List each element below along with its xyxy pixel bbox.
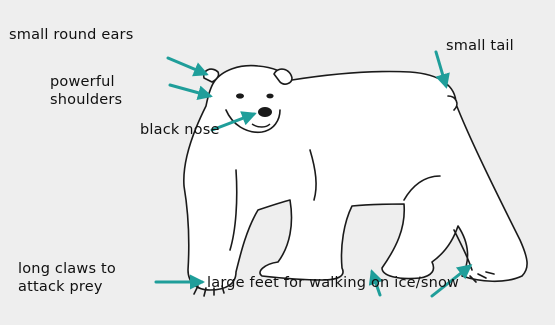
bear-body	[184, 66, 527, 296]
arrow-ears	[168, 58, 206, 74]
label-long-claws: long claws to attack prey	[18, 260, 116, 296]
label-black-nose: black nose	[140, 121, 220, 139]
label-large-feet: large feet for walking on ice/snow	[207, 274, 459, 292]
label-shoulders-line2: shoulders	[50, 91, 122, 109]
label-claws-line2: attack prey	[18, 278, 116, 296]
label-shoulders-line1: powerful	[50, 73, 122, 91]
label-claws-line1: long claws to	[18, 260, 116, 278]
arrow-shoulders	[170, 85, 210, 96]
label-powerful-shoulders: powerful shoulders	[50, 73, 122, 109]
label-small-tail: small tail	[446, 37, 514, 55]
nose-shape	[258, 107, 272, 117]
label-small-round-ears: small round ears	[9, 26, 133, 44]
